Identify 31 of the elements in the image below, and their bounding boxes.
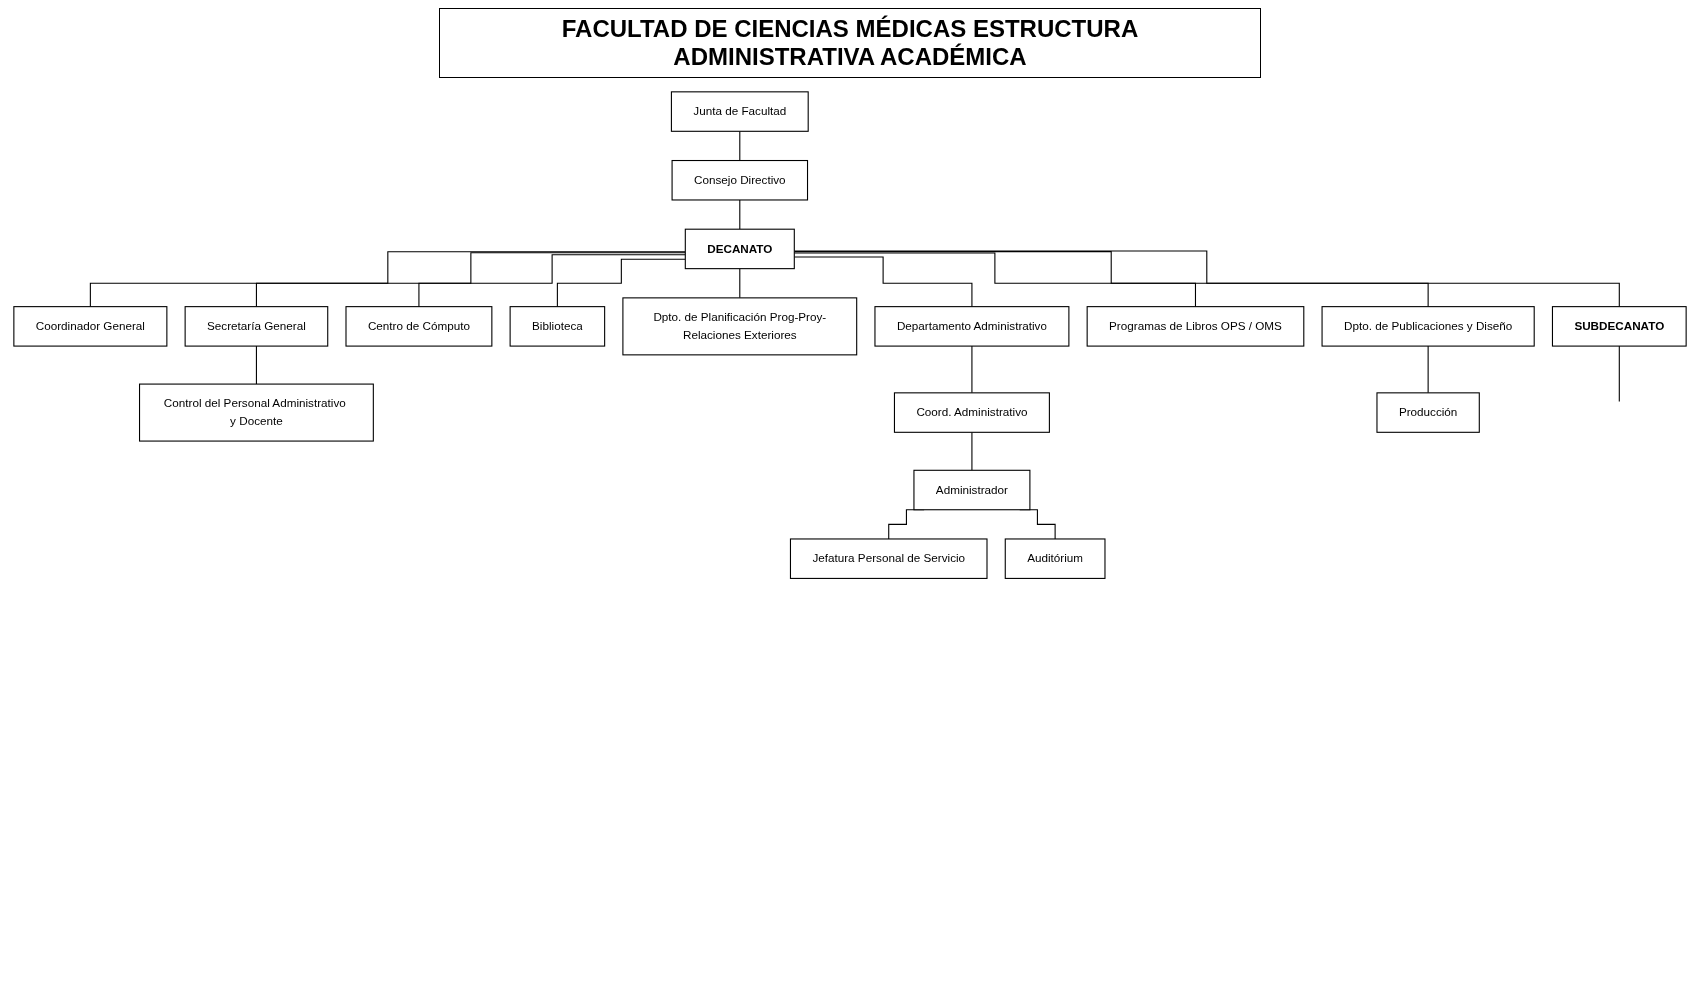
connector (255, 345, 257, 385)
node-box: Dpto. de Planificación Prog-Proy-Relaciones Exteriores (622, 297, 858, 356)
node-box: Coordinador General (13, 306, 168, 347)
node-box: SUBDECANATO (1551, 306, 1687, 347)
node-box: DECANATO (684, 228, 795, 270)
node-box: Dpto. de Publicaciones y Diseño (1321, 306, 1535, 347)
connector (556, 258, 686, 308)
node-box: Jefatura Personal de Servicio (789, 538, 988, 579)
connector (1427, 345, 1429, 394)
node-box: Producción (1376, 392, 1480, 433)
connector (739, 268, 741, 299)
node-box: Administrador (913, 469, 1031, 511)
connector (739, 199, 741, 230)
node-box: Departamento Administrativo (874, 306, 1070, 347)
connector (971, 345, 973, 394)
node-box: Programas de Libros OPS / OMS (1086, 306, 1305, 347)
node-box: Centro de Cómputo (345, 306, 493, 347)
node-box: Consejo Directivo (671, 159, 809, 201)
connector (89, 251, 686, 308)
node-box: Control del Personal Administrativo y Docente (139, 383, 374, 442)
node-box: Junta de Facultad (670, 91, 809, 132)
connector (971, 431, 973, 471)
title-box: FACULTAD DE CIENCIAS MÉDICAS ESTRUCTURA ADMINISTRATIVA ACADÉMICA (439, 8, 1261, 78)
connector (418, 254, 686, 308)
node-box: Auditórium (1004, 538, 1106, 579)
connector (1618, 345, 1620, 403)
connector (739, 130, 741, 162)
node-box: Coord. Administrativo (893, 392, 1050, 433)
node-box: Biblioteca (509, 306, 606, 347)
node-box: Secretaría General (184, 306, 329, 347)
connector (255, 252, 686, 308)
